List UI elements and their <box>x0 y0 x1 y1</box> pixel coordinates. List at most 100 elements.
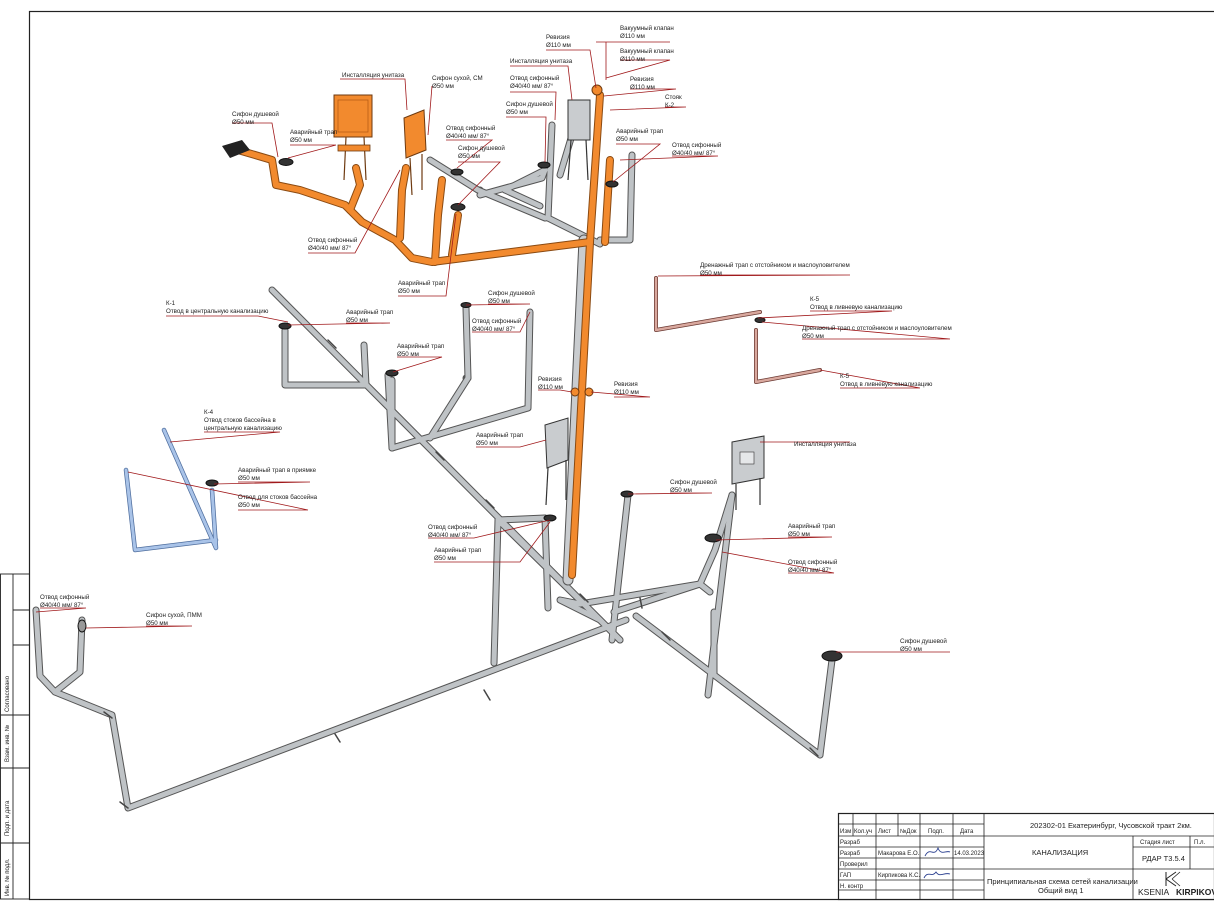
tb-name-4: Кирпикова К.С. <box>878 873 920 879</box>
label-siphon-bend-1-size: Ø40/40 мм/ 87° <box>446 133 490 140</box>
tb-drawing-title-2: Общий вид 1 <box>1038 886 1084 895</box>
label-revision-4: Ревизия <box>614 381 638 388</box>
tb-hdr-ndok: №Док <box>900 828 917 835</box>
label-shower-siphon-6-size: Ø50 мм <box>900 646 922 653</box>
tb-role-3: Проверил <box>840 862 868 868</box>
fixtures <box>78 85 842 661</box>
label-shower-siphon-1-size: Ø50 мм <box>232 119 254 126</box>
label-siphon-bend-2: Отвод сифонный <box>308 237 358 244</box>
pipes-brown <box>656 278 820 382</box>
stamp-soglasovano: Согласовано <box>5 675 11 712</box>
label-dry-siphon-pmm-size: Ø50 мм <box>146 620 168 627</box>
toilet-installation-icon <box>568 100 590 180</box>
label-revision-2-size: Ø110 мм <box>630 84 655 91</box>
label-shower-siphon-1: Сифон душевой <box>232 111 279 118</box>
stamp-podp-data: Подп. и дата <box>5 800 11 836</box>
label-vacuum-valve-1: Вакуумный клапан <box>620 25 674 32</box>
label-riser: Стояк <box>665 94 682 101</box>
tb-date-2: 14.03.2023 <box>954 851 985 857</box>
stamp-inv-podl: Инв. № подл. <box>4 858 11 896</box>
label-siphon-bend-6-size: Ø40/40 мм/ 87° <box>428 532 472 539</box>
tb-role-2: Разраб <box>840 851 860 857</box>
label-shower-siphon-3-size: Ø50 мм <box>506 109 528 116</box>
tb-name-2: Макарова Е.О. <box>878 851 920 857</box>
label-shower-siphon-4-size: Ø50 мм <box>488 298 510 305</box>
label-siphon-bend-5: Отвод сифонный <box>472 318 522 325</box>
label-vacuum-valve-2: Вакуумный клапан <box>620 48 674 55</box>
label-revision-1-size: Ø110 мм <box>546 42 571 49</box>
label-pit-drain: Аварийный трап в приямке <box>238 467 317 474</box>
label-toilet-installation-1: Инсталляция унитаза <box>342 72 405 79</box>
tb-project: 202302-01 Екатеринбург, Чусовской тракт … <box>1030 821 1192 830</box>
label-siphon-bend-3: Отвод сифонный <box>510 75 560 82</box>
label-siphon-bend-8: Отвод сифонный <box>40 594 90 601</box>
label-drainage-trap-1-size: Ø50 мм <box>700 270 722 277</box>
label-riser-code: К-2 <box>665 102 675 109</box>
toilet-installation-icon <box>732 436 764 510</box>
label-revision-3-size: Ø110 мм <box>538 384 563 391</box>
label-emergency-drain-2-size: Ø50 мм <box>398 288 420 295</box>
label-revision-2: Ревизия <box>630 76 654 83</box>
label-emergency-drain-6-size: Ø50 мм <box>476 440 498 447</box>
label-revision-3: Ревизия <box>538 376 562 383</box>
tb-hdr-list: Лист <box>878 829 891 835</box>
label-siphon-bend-1: Отвод сифонный <box>446 125 496 132</box>
label-siphon-bend-6: Отвод сифонный <box>428 524 478 531</box>
label-k5-1: К-5 <box>810 296 820 303</box>
label-k1: К-1 <box>166 300 176 307</box>
label-dry-siphon-cm-size: Ø50 мм <box>432 83 454 90</box>
label-k4-desc-1: Отвод стоков бассейна в <box>204 417 277 424</box>
tb-role-1: Разраб <box>840 840 860 846</box>
label-pool-outlet: Отвод для стоков бассейна <box>238 494 318 501</box>
logo-text-kirpikova: KIRPIKOVA <box>1176 887 1214 897</box>
label-dry-siphon-cm: Сифон сухой, СМ <box>432 75 483 82</box>
label-vacuum-valve-2-size: Ø110 мм <box>620 56 645 63</box>
label-emergency-drain-7-size: Ø50 мм <box>434 555 456 562</box>
label-emergency-drain-3: Аварийный трап <box>616 128 663 135</box>
label-k5-2: К-5 <box>840 373 850 380</box>
toilet-installation-icon <box>545 418 568 505</box>
label-emergency-drain-4: Аварийный трап <box>346 309 393 316</box>
label-pool-outlet-size: Ø50 мм <box>238 502 260 509</box>
label-emergency-drain-5-size: Ø50 мм <box>397 351 419 358</box>
label-revision-1: Ревизия <box>546 34 570 41</box>
tb-hdr-data: Дата <box>960 829 974 835</box>
tb-stage-header: Стадия лист <box>1140 840 1175 846</box>
label-k4: К-4 <box>204 409 214 416</box>
tb-hdr-koluch: Кол.уч <box>854 829 872 835</box>
pipes-orange <box>238 95 610 575</box>
label-siphon-bend-2-size: Ø40/40 мм/ 87° <box>308 245 352 252</box>
tb-page-header: П.л. <box>1194 840 1205 846</box>
tb-role-4: ГАП <box>840 873 851 879</box>
label-shower-siphon-5-size: Ø50 мм <box>670 487 692 494</box>
label-k5-1-desc: Отвод в ливневую канализацию <box>810 304 903 311</box>
tb-hdr-izm: Изм <box>840 829 851 835</box>
label-emergency-drain-1: Аварийный трап <box>290 129 337 136</box>
title-block: 202302-01 Екатеринбург, Чусовской тракт … <box>839 814 1214 900</box>
label-emergency-drain-8: Аварийный трап <box>788 523 835 530</box>
label-siphon-bend-3-size: Ø40/40 мм/ 87° <box>510 83 554 90</box>
tb-drawing-title-1: Принципиальная схема сетей канализации <box>987 877 1138 886</box>
label-emergency-drain-5: Аварийный трап <box>397 343 444 350</box>
label-siphon-bend-7: Отвод сифонный <box>788 559 838 566</box>
logo-text-ksenia: KSENIA <box>1138 887 1170 897</box>
label-siphon-bend-8-size: Ø40/40 мм/ 87° <box>40 602 84 609</box>
label-siphon-bend-7-size: Ø40/40 мм/ 87° <box>788 567 832 574</box>
tb-hdr-podp: Подп. <box>928 829 944 835</box>
label-siphon-bend-5-size: Ø40/40 мм/ 87° <box>472 326 516 333</box>
label-siphon-bend-4-size: Ø40/40 мм/ 87° <box>672 150 716 157</box>
label-drainage-trap-2-size: Ø50 мм <box>802 333 824 340</box>
label-emergency-drain-6: Аварийный трап <box>476 432 523 439</box>
label-pit-drain-size: Ø50 мм <box>238 475 260 482</box>
tb-role-5: Н. контр <box>840 884 864 890</box>
label-emergency-drain-8-size: Ø50 мм <box>788 531 810 538</box>
label-emergency-drain-1-size: Ø50 мм <box>290 137 312 144</box>
label-shower-siphon-6: Сифон душевой <box>900 638 947 645</box>
tb-section: КАНАЛИЗАЦИЯ <box>1032 848 1088 857</box>
tb-stage-value: РДАР Т3.5.4 <box>1142 854 1185 863</box>
label-vacuum-valve-1-size: Ø110 мм <box>620 33 645 40</box>
pipes-blue <box>126 430 216 550</box>
pipes-grey <box>36 95 832 808</box>
label-k5-2-desc: Отвод в ливневую канализацию <box>840 381 933 388</box>
